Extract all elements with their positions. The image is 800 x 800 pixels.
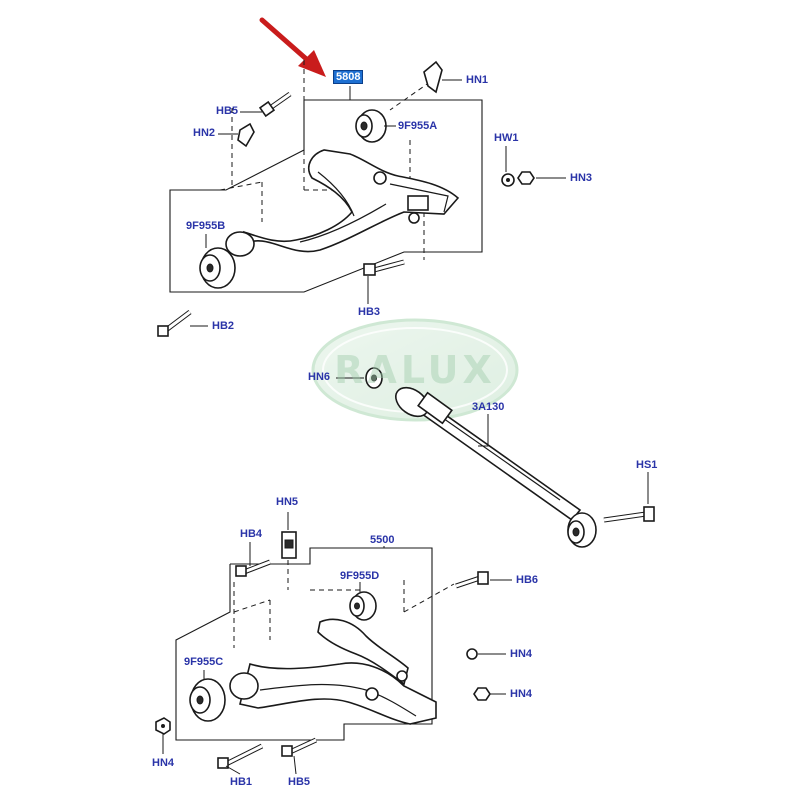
bushing-9f955c-part (189, 672, 259, 722)
hb2-bolt-part (157, 310, 192, 337)
lower-assembly (155, 512, 512, 775)
label-hb4: HB4 (240, 528, 263, 540)
hb3-bolt-part (363, 259, 405, 276)
bushing-9f955d-part (349, 591, 377, 621)
hb6-bolt-part (455, 571, 489, 589)
link-assembly (336, 367, 655, 548)
hb4-bolt-part (235, 559, 271, 577)
watermark-text: RALUX (334, 348, 496, 392)
hn5-part (281, 531, 297, 559)
hn6-nut-part (365, 367, 383, 389)
label-hb1: HB1 (230, 776, 253, 788)
label-hn6: HN6 (308, 371, 331, 383)
hn4-nut-part-upper (466, 648, 478, 660)
bushing-9f955b-part (199, 231, 255, 289)
hb5-lower-bolt-part (281, 737, 318, 757)
hn4-nut-part-lower (473, 687, 491, 701)
label-hb2: HB2 (212, 320, 235, 332)
hn2-part (237, 122, 255, 148)
label-5808: 5808 (333, 70, 364, 84)
hn1-part (423, 60, 443, 94)
label-3a130: 3A130 (472, 401, 505, 413)
pointer-arrow (259, 17, 326, 77)
label-5500: 5500 (370, 534, 395, 546)
label-9f955c: 9F955C (184, 656, 224, 668)
label-hn4-upper: HN4 (510, 648, 533, 660)
label-hn4-left: HN4 (152, 757, 175, 769)
label-hn5: HN5 (276, 496, 299, 508)
label-hs1: HS1 (636, 459, 658, 471)
hs1-bolt-part (603, 506, 655, 523)
label-9f955a: 9F955A (398, 120, 438, 132)
label-hb5-top: HB5 (216, 105, 239, 117)
upper-assembly (157, 60, 566, 337)
label-hn4-lower: HN4 (510, 688, 533, 700)
label-hb3: HB3 (358, 306, 381, 318)
label-hw1: HW1 (494, 132, 519, 144)
bushing-9f955a-part (355, 109, 387, 143)
label-hb5-bottom: HB5 (288, 776, 311, 788)
label-hn3: HN3 (570, 172, 593, 184)
label-hb6: HB6 (516, 574, 539, 586)
hn4-nut-part-left (155, 717, 171, 735)
hn3-nut-part (517, 171, 535, 185)
label-9f955b: 9F955B (186, 220, 226, 232)
hb5-bolt-part (258, 91, 292, 118)
hw1-washer-part (501, 173, 515, 187)
hb1-bolt-part (217, 743, 264, 769)
label-9f955d: 9F955D (340, 570, 380, 582)
label-hn2: HN2 (193, 127, 216, 139)
label-hn1: HN1 (466, 74, 489, 86)
